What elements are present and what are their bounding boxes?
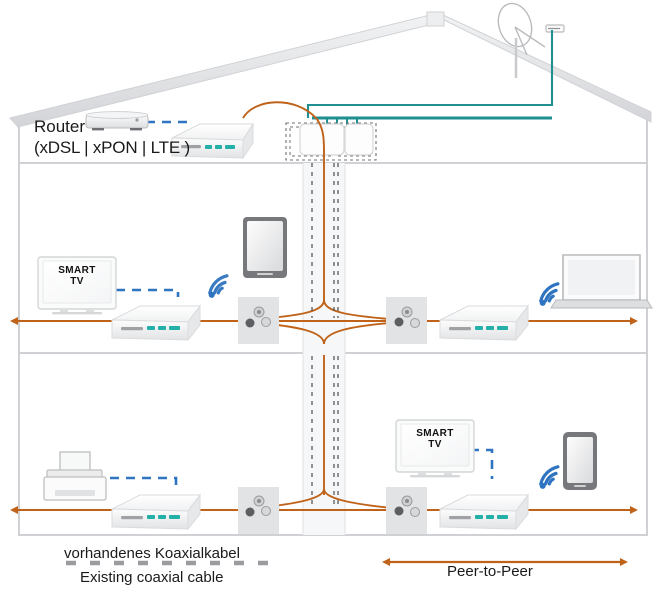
tv-upper-line1: SMART bbox=[58, 265, 96, 276]
legend-coax-label-en: Existing coaxial cable bbox=[80, 569, 224, 586]
coax-adapter-icon-master bbox=[171, 122, 254, 160]
link-tv-lower-to-adapter bbox=[470, 448, 494, 479]
router-label-line2: (xDSL | xPON | LTE ) bbox=[34, 138, 190, 157]
coax-adapter-icon-upper-left bbox=[111, 304, 201, 342]
blue-link-lines bbox=[110, 120, 494, 487]
laptop-icon-upper bbox=[550, 254, 653, 309]
link-printer-to-adapter bbox=[110, 476, 178, 487]
coax-adapter-icon-lower-right bbox=[439, 493, 529, 531]
tv-icon-upper bbox=[37, 256, 117, 315]
smart-tv-upper-screen-text: SMART TV bbox=[46, 265, 108, 287]
tv-icon-lower bbox=[395, 419, 475, 478]
riser-dashed-guides bbox=[311, 163, 339, 507]
coax-adapter-icon-lower-left bbox=[111, 493, 201, 531]
printer-icon-lower bbox=[43, 451, 107, 501]
satellite-dish-icon bbox=[497, 2, 565, 78]
router-icon bbox=[85, 111, 149, 131]
link-tv-upper-to-adapter bbox=[116, 288, 180, 297]
tablet-icon-upper bbox=[243, 217, 287, 278]
wall-outlet-lower-right bbox=[386, 487, 427, 534]
legend-coax-label-de: vorhandenes Koaxialkabel bbox=[64, 545, 240, 562]
smart-tv-lower-screen-text: SMART TV bbox=[404, 428, 466, 450]
roof-ridge bbox=[426, 11, 445, 27]
router-label-line1: Router bbox=[34, 117, 86, 136]
coax-adapter-icon-upper-right bbox=[439, 304, 529, 342]
legend-peer-to-peer-label: Peer-to-Peer bbox=[447, 563, 533, 580]
tv-upper-line2: TV bbox=[70, 276, 84, 287]
wall-outlet-upper-right bbox=[386, 297, 427, 344]
wifi-icon-lower-right bbox=[539, 465, 560, 489]
tv-lower-line2: TV bbox=[428, 439, 442, 450]
roof-left bbox=[9, 13, 442, 128]
multiswitch-icon bbox=[285, 122, 377, 161]
wifi-icon-upper-right bbox=[539, 282, 560, 306]
wall-outlet-upper-left bbox=[238, 297, 279, 344]
house-structure bbox=[9, 11, 652, 536]
wall-outlet-lower-left bbox=[238, 487, 279, 534]
wifi-icon-upper-left bbox=[208, 274, 229, 298]
coax-master-feed bbox=[242, 101, 325, 153]
smartphone-icon-lower bbox=[563, 432, 597, 490]
tv-lower-line1: SMART bbox=[416, 428, 454, 439]
router-label: Router (xDSL | xPON | LTE ) bbox=[34, 116, 190, 158]
